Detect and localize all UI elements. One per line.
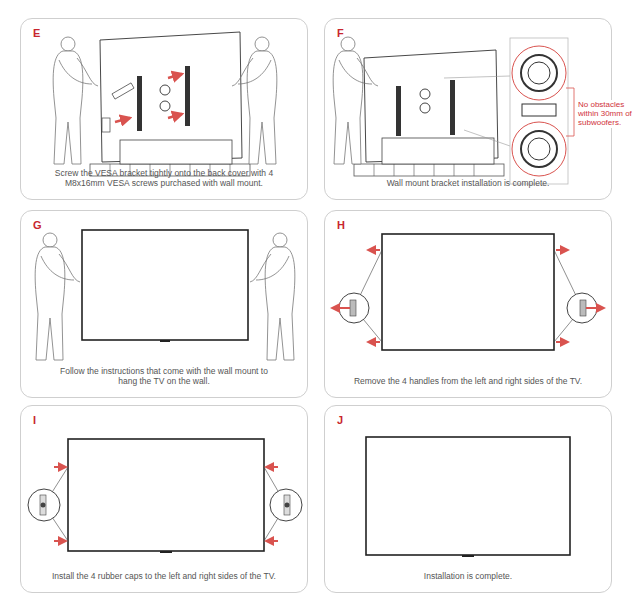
step-caption: Installation is complete. [348, 571, 588, 582]
step-caption: Remove the 4 handles from the left and r… [338, 376, 598, 387]
step-panel: G Follow the instructions that come with … [20, 210, 308, 398]
panel-h-art [332, 234, 604, 350]
step-letter: E [33, 27, 40, 39]
warning-note: No obstacles within 30mm of subwoofers. [578, 100, 632, 128]
panel-g-art [35, 230, 295, 360]
step-letter: I [33, 414, 36, 426]
panel-e-art [53, 32, 277, 176]
step-panel: I Install the 4 rubber caps to the left a… [20, 405, 308, 593]
step-caption: Screw the VESA bracket tightly onto the … [49, 168, 279, 189]
step-letter: F [337, 27, 344, 39]
step-panel: H Remove the 4 handles from the left and … [324, 210, 612, 398]
step-panel: F Wall mount bracket installation is comp… [324, 18, 612, 200]
step-letter: G [33, 219, 42, 231]
panel-f-art [333, 37, 574, 184]
step-caption: Wall mount bracket installation is compl… [348, 178, 588, 189]
step-panel: J Installation is complete. [324, 405, 612, 593]
panel-i-art [28, 439, 302, 553]
step-letter: H [337, 219, 345, 231]
step-caption: Follow the instructions that come with t… [52, 366, 277, 387]
step-caption: Install the 4 rubber caps to the left an… [34, 571, 294, 582]
panel-j-art [366, 437, 570, 557]
step-panel: E Screw the VESA bracket tightly onto the… [20, 18, 308, 200]
step-letter: J [337, 414, 343, 426]
